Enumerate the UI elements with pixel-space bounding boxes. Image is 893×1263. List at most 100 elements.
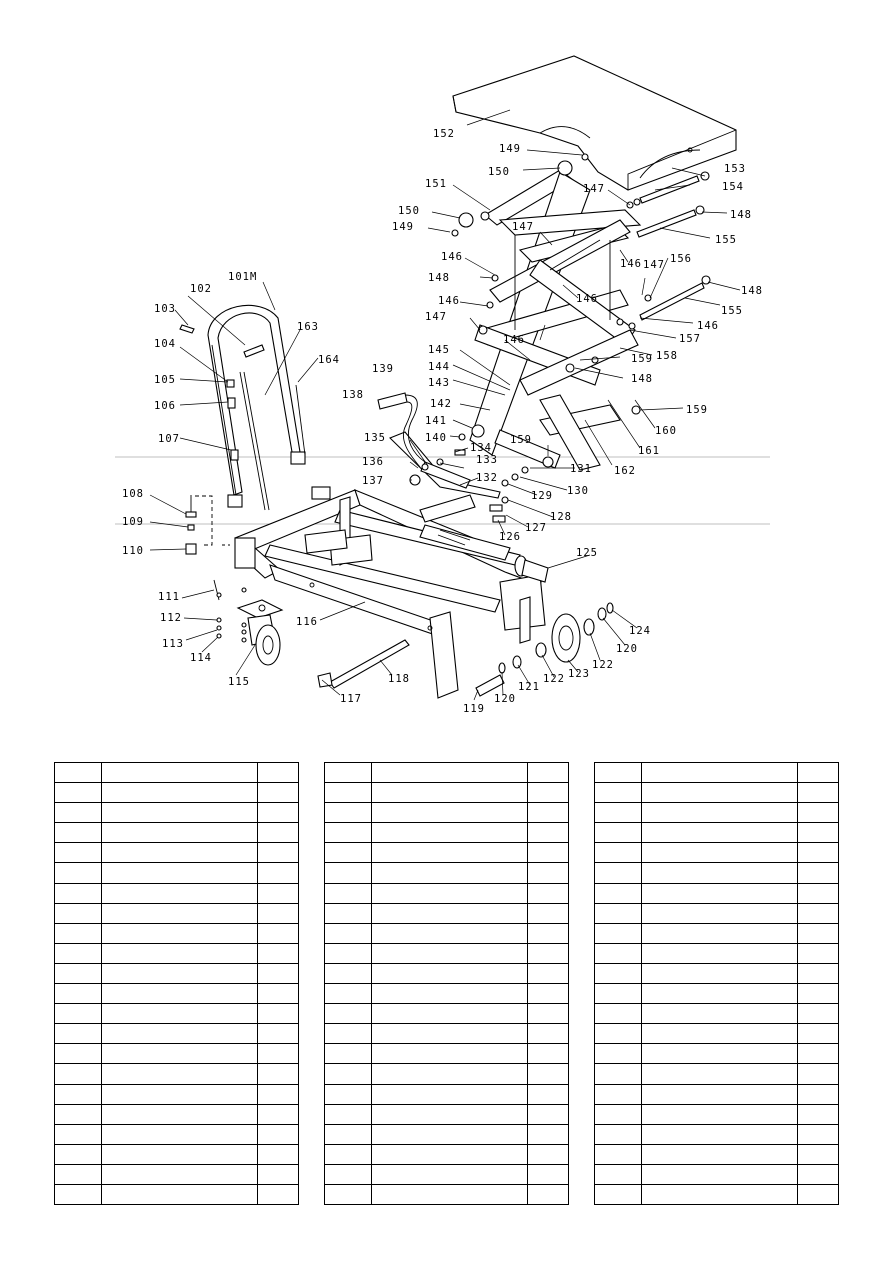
table-cell <box>594 922 642 944</box>
table-cell <box>324 942 372 964</box>
table-cell <box>257 1143 299 1165</box>
table-cell <box>371 842 528 864</box>
part-label: 159 <box>631 353 653 365</box>
table-row <box>54 1063 299 1085</box>
table-row <box>54 902 299 924</box>
table-cell <box>101 1163 258 1185</box>
table-row <box>324 761 569 784</box>
table-row <box>594 782 839 804</box>
part-label: 159 <box>510 434 532 446</box>
part-label: 119 <box>463 703 485 715</box>
table-cell <box>594 1183 642 1206</box>
part-label: 135 <box>364 432 386 444</box>
rollers <box>451 153 711 468</box>
part-label: 109 <box>122 516 144 528</box>
table-top <box>452 55 737 191</box>
table-cell <box>54 942 102 964</box>
table-cell <box>797 1143 839 1165</box>
part-label: 146 <box>697 320 719 332</box>
table-cell <box>54 1183 102 1206</box>
table-row <box>54 1023 299 1045</box>
table-cell <box>527 983 569 1005</box>
table-cell <box>641 1023 798 1045</box>
table-cell <box>594 882 642 904</box>
table-cell <box>527 902 569 924</box>
table-cell <box>54 962 102 985</box>
table-cell <box>257 882 299 904</box>
part-label: 123 <box>568 668 590 680</box>
table-cell <box>594 862 642 884</box>
part-label: 148 <box>631 373 653 385</box>
table-row <box>324 782 569 804</box>
table-cell <box>594 1103 642 1125</box>
part-label: 137 <box>362 475 384 487</box>
part-label: 145 <box>428 344 450 356</box>
table-cell <box>324 842 372 864</box>
table-cell <box>527 1003 569 1025</box>
table-cell <box>641 862 798 884</box>
table-cell <box>257 962 299 985</box>
table-cell <box>371 922 528 944</box>
table-cell <box>797 862 839 884</box>
table-row <box>324 862 569 884</box>
table-cell <box>101 1003 258 1025</box>
table-row <box>54 962 299 985</box>
table-cell <box>371 1143 528 1165</box>
table-row <box>54 1083 299 1105</box>
part-label: 106 <box>154 400 176 412</box>
table-cell <box>641 1083 798 1105</box>
table-row <box>324 1143 569 1165</box>
table-cell <box>527 761 569 784</box>
table-cell <box>527 1103 569 1125</box>
table-row <box>594 1023 839 1045</box>
table-cell <box>54 1143 102 1165</box>
table-row <box>54 842 299 864</box>
pump-cylinder <box>419 494 549 583</box>
part-label: 124 <box>629 625 651 637</box>
table-cell <box>54 1063 102 1085</box>
part-label: 159 <box>686 404 708 416</box>
handle <box>377 392 471 489</box>
part-label: 142 <box>430 398 452 410</box>
table-cell <box>527 862 569 884</box>
table-cell <box>641 882 798 904</box>
table-cell <box>594 1043 642 1065</box>
table-cell <box>594 1083 642 1105</box>
table-cell <box>594 1023 642 1045</box>
table-cell <box>257 1083 299 1105</box>
exploded-parts-diagram: 101M 102 103 104 105 106 107 108 109 110… <box>115 55 770 715</box>
table-cell <box>641 1123 798 1145</box>
table-cell <box>527 1083 569 1105</box>
part-label: 156 <box>670 253 692 265</box>
part-label: 136 <box>362 456 384 468</box>
table-row <box>54 761 299 784</box>
parts-table-1 <box>54 761 299 1206</box>
table-cell <box>641 822 798 844</box>
table-cell <box>641 1103 798 1125</box>
table-cell <box>324 1163 372 1185</box>
table-cell <box>594 822 642 844</box>
table-cell <box>324 882 372 904</box>
table-cell <box>371 1003 528 1025</box>
table-cell <box>54 1023 102 1045</box>
table-cell <box>797 842 839 864</box>
table-cell <box>324 822 372 844</box>
table-cell <box>594 902 642 924</box>
part-label: 157 <box>679 333 701 345</box>
part-label: 146 <box>503 334 525 346</box>
table-cell <box>101 1083 258 1105</box>
part-label: 143 <box>428 377 450 389</box>
part-label: 111 <box>158 591 180 603</box>
table-cell <box>101 1023 258 1045</box>
table-cell <box>527 1123 569 1145</box>
part-label: 139 <box>372 363 394 375</box>
table-row <box>594 822 839 844</box>
table-row <box>594 862 839 884</box>
part-label: 128 <box>550 511 572 523</box>
table-cell <box>594 962 642 985</box>
table-cell <box>101 822 258 844</box>
table-cell <box>101 983 258 1005</box>
table-cell <box>371 1123 528 1145</box>
table-cell <box>594 942 642 964</box>
table-row <box>324 1063 569 1085</box>
